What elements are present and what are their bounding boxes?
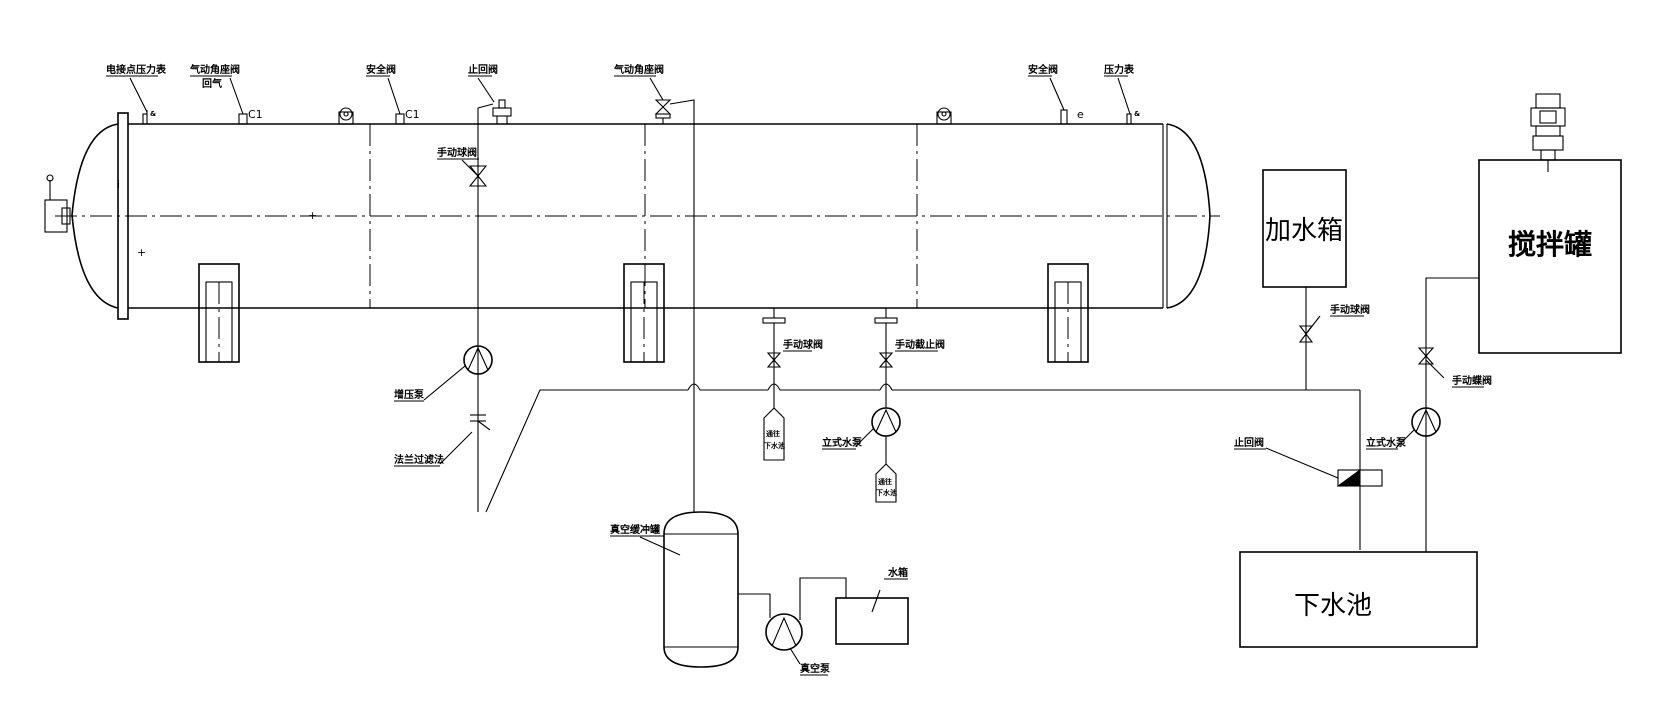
manhole-lug-1 — [338, 107, 354, 125]
drain-tag-2b-text: 下水池 — [876, 488, 897, 497]
drain-tag-2 — [875, 463, 897, 503]
door-handle — [44, 174, 71, 233]
agitator-motor-icon — [1530, 93, 1566, 172]
marker-e: e — [1077, 108, 1084, 121]
label-water-tank-small: 水箱 — [887, 566, 908, 579]
vacuum-pipe — [669, 99, 695, 512]
contact-pressure-gauge-icon: & — [129, 77, 156, 125]
safety-valve-nozzle-1 — [387, 77, 405, 125]
left-head — [71, 123, 119, 309]
sewer-pool-box — [1239, 551, 1478, 648]
label-check-valve-right: 止回阀 — [1234, 436, 1264, 449]
drain-tag-1-text: 通往 — [766, 429, 780, 438]
drain-nozzle-2 — [874, 308, 898, 408]
manual-butterfly-valve-icon — [1417, 347, 1435, 365]
saddle-support-1 — [198, 263, 240, 363]
label-safety-valve-2: 安全阀 — [1028, 63, 1058, 76]
main-vessel: i + + — [44, 112, 1220, 320]
saddle-support-3 — [1047, 263, 1089, 363]
pneumatic-angle-valve-2-icon — [649, 77, 672, 124]
label-manual-ball-valve-drain: 手动球阀 — [783, 338, 823, 351]
label-manual-stop-valve: 手动截止阀 — [895, 338, 945, 351]
label-manual-ball-valve-right: 手动球阀 — [1330, 303, 1370, 316]
flange-filter-icon — [470, 414, 491, 431]
label-pneumatic-angle-valve-1: 气动角座阀 — [189, 63, 240, 76]
vertical-pump-mid-icon — [871, 407, 901, 437]
sewer-pool-label: 下水池 — [1294, 591, 1372, 621]
drain-tag-1 — [763, 407, 785, 461]
label-pressure-gauge: 压力表 — [1104, 63, 1135, 76]
saddle-support-2 — [623, 263, 665, 363]
manhole-lug-2 — [936, 107, 952, 125]
vertical-pump-right-icon — [1411, 407, 1441, 437]
label-vertical-pump-right: 立式水泵 — [1366, 436, 1407, 449]
marker-c1-a: C1 — [248, 108, 263, 121]
mixing-tank-label: 搅拌罐 — [1508, 228, 1592, 261]
booster-pump-icon — [463, 345, 493, 375]
label-vacuum-buffer-tank: 真空缓冲罐 — [610, 523, 660, 536]
label-return-air: 回气 — [202, 77, 222, 90]
vacuum-buffer-tank-icon — [663, 511, 739, 668]
label-contact-pressure-gauge: 电接点压力表 — [106, 63, 167, 76]
label-manual-butterfly-valve: 手动蝶阀 — [1452, 374, 1492, 387]
marker-c1-b: C1 — [405, 108, 420, 121]
drain-tag-1b-text: 下水池 — [764, 441, 785, 450]
svg-text:&: & — [150, 110, 156, 118]
check-valve-right-icon — [1336, 469, 1383, 487]
water-add-tank-label: 加水箱 — [1265, 216, 1343, 246]
label-manual-ball-valve-top: 手动球阀 — [437, 146, 477, 159]
pneumatic-angle-valve-nozzle-1 — [229, 77, 248, 125]
check-valve-top-icon — [477, 77, 512, 124]
water-tank-small-icon — [835, 597, 909, 645]
label-vacuum-pump: 真空泵 — [800, 662, 831, 675]
return-pipe — [477, 103, 494, 512]
svg-text:+: + — [137, 246, 146, 259]
label-vertical-pump-mid: 立式水泵 — [822, 436, 863, 449]
drain-tag-2-text: 通往 — [878, 477, 892, 486]
svg-text:&: & — [1134, 110, 1140, 118]
drain-nozzle-1 — [762, 308, 786, 408]
label-booster-pump: 增压泵 — [394, 388, 425, 401]
svg-text:i: i — [117, 178, 120, 191]
water-add-tank-box — [1262, 169, 1347, 288]
label-flange-filter: 法兰过滤法 — [394, 453, 444, 466]
manual-ball-valve-top-icon — [468, 165, 488, 187]
vacuum-pump-icon — [765, 613, 803, 651]
label-check-valve-top: 止回阀 — [468, 63, 498, 76]
svg-text:+: + — [308, 209, 317, 222]
safety-valve-nozzle-2 — [1049, 77, 1068, 125]
label-pneumatic-angle-valve-2: 气动角座阀 — [613, 63, 664, 76]
pressure-gauge-icon: & — [1117, 77, 1140, 125]
label-safety-valve-1: 安全阀 — [366, 63, 396, 76]
